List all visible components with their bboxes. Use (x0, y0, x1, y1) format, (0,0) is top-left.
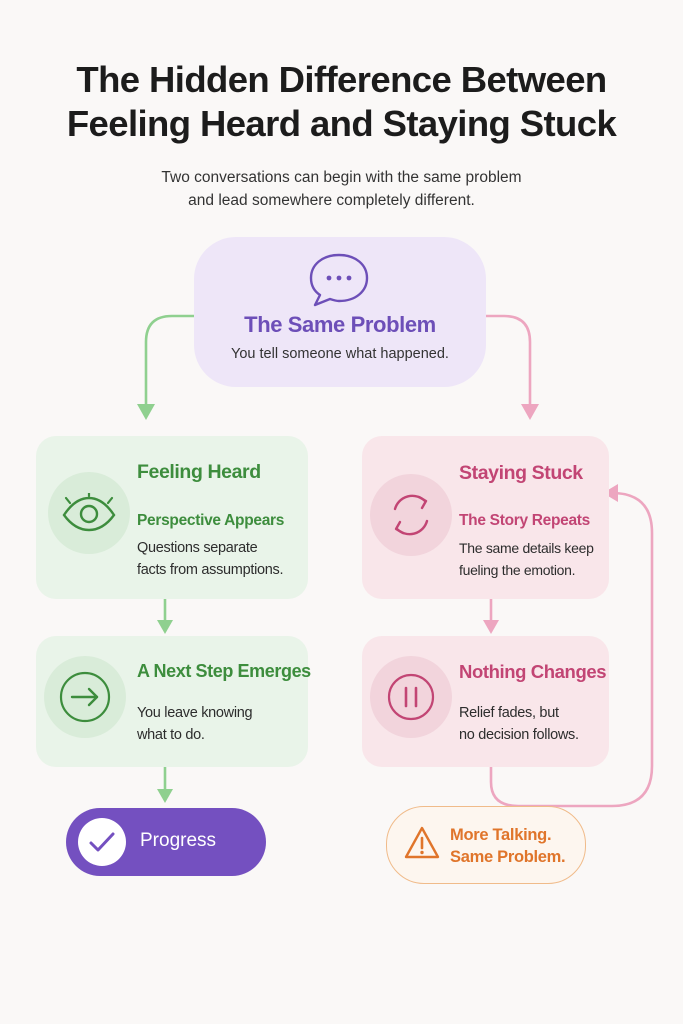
title-line-2: Feeling Heard and Staying Stuck (66, 103, 617, 144)
feeling-heard-title: Feeling Heard (137, 461, 261, 483)
source-text: You tell someone what happened. (231, 346, 449, 362)
stuck-outcome-pill: More Talking. Same Problem. (386, 806, 586, 884)
cycle-arrows-icon (393, 494, 429, 536)
eye-icon-circle (48, 472, 130, 554)
staying-stuck-text: The same details keep fueling the emotio… (459, 537, 594, 581)
feeling-heard-text-line-1: Questions separate (137, 540, 258, 556)
cycle-icon-circle (370, 474, 452, 556)
next-step-card: A Next Step Emerges You leave knowing wh… (36, 636, 311, 767)
story-repeats-label: The Story Repeats (459, 512, 590, 529)
chat-bubble-icon (309, 253, 369, 307)
progress-outcome-pill: Progress (66, 808, 266, 876)
connector-left-branch (144, 314, 194, 412)
stuck-outcome-text: More Talking. Same Problem. (450, 824, 566, 868)
title-line-1: The Hidden Difference Between (76, 59, 607, 100)
next-step-title: A Next Step Emerges (137, 661, 311, 681)
subtitle-line-1: Two conversations can begin with the sam… (161, 169, 522, 186)
perspective-appears-label: Perspective Appears (137, 512, 285, 529)
subtitle-line-2: and lead somewhere completely different. (188, 192, 475, 209)
check-icon (89, 832, 115, 852)
arrow-right-icon (59, 671, 111, 723)
staying-stuck-title: Staying Stuck (459, 462, 583, 484)
nothing-changes-text: Relief fades, but no decision follows. (459, 702, 579, 746)
stuck-outcome-line-1: More Talking. (450, 826, 552, 844)
next-step-text-line-1: You leave knowing (137, 705, 253, 721)
progress-label: Progress (140, 830, 217, 851)
pause-icon-circle (370, 656, 452, 738)
arrowhead-feeling-to-nextstep (157, 620, 173, 634)
connector-loop-back (489, 491, 654, 808)
pause-icon (387, 673, 435, 721)
arrow-icon-circle (44, 656, 126, 738)
source-card: The Same Problem You tell someone what h… (194, 237, 486, 387)
arrowhead-left-branch (137, 404, 155, 420)
warning-icon (404, 826, 440, 859)
arrowhead-loop-back (603, 484, 618, 502)
nothing-changes-title: Nothing Changes (459, 661, 607, 682)
eye-icon (62, 493, 116, 532)
connector-right-branch (486, 314, 532, 412)
check-icon-circle (78, 818, 126, 866)
arrowhead-stuck-to-nothing (483, 620, 499, 634)
arrowhead-right-branch (521, 404, 539, 420)
feeling-heard-text: Questions separate facts from assumption… (137, 537, 284, 581)
staying-stuck-text-line-1: The same details keep (459, 540, 594, 556)
nothing-changes-card: Nothing Changes Relief fades, but no dec… (362, 636, 609, 767)
nothing-changes-text-line-1: Relief fades, but (459, 705, 559, 721)
next-step-text-line-2: what to do. (137, 727, 205, 743)
next-step-text: You leave knowing what to do. (137, 702, 253, 746)
stuck-outcome-line-2: Same Problem. (450, 848, 566, 866)
arrowhead-nextstep-to-progress (157, 789, 173, 803)
nothing-changes-text-line-2: no decision follows. (459, 727, 579, 743)
feeling-heard-text-line-2: facts from assumptions. (137, 562, 284, 578)
source-title: The Same Problem (244, 312, 436, 337)
feeling-heard-card: Feeling Heard Perspective Appears Questi… (36, 436, 308, 599)
page-title: The Hidden Difference Between Feeling He… (0, 58, 683, 146)
staying-stuck-card: Staying Stuck The Story Repeats The same… (362, 436, 609, 599)
staying-stuck-text-line-2: fueling the emotion. (459, 562, 576, 578)
page-subtitle: Two conversations can begin with the sam… (0, 166, 683, 212)
